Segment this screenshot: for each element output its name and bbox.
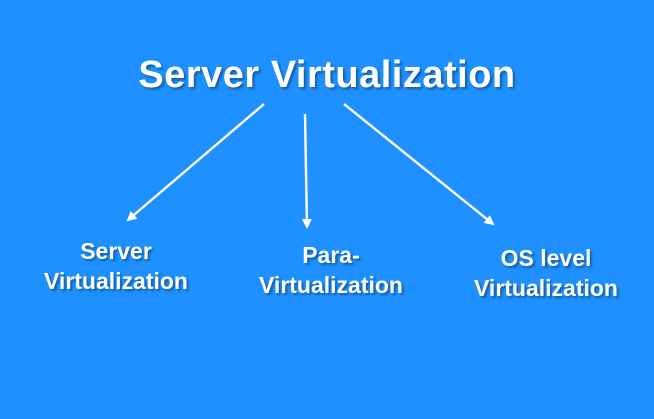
- node-line-2: Virtualization: [474, 275, 618, 301]
- arrow-to-para-virtualization: [301, 113, 312, 229]
- arrow-to-server-virtualization: [126, 103, 265, 222]
- node-line-1: OS level: [500, 245, 592, 271]
- diagram-title: Server Virtualization: [138, 54, 516, 96]
- node-line-1: Para-: [302, 242, 360, 268]
- node-line-2: Virtualization: [259, 272, 403, 298]
- node-server-virtualization: Server Virtualization: [11, 236, 221, 296]
- node-para-virtualization: Para- Virtualization: [226, 240, 436, 300]
- node-line-1: Server: [80, 238, 152, 264]
- node-os-level-virtualization: OS level Virtualization: [441, 243, 651, 303]
- arrow-to-os-level-virtualization: [343, 103, 495, 226]
- node-line-2: Virtualization: [44, 268, 188, 294]
